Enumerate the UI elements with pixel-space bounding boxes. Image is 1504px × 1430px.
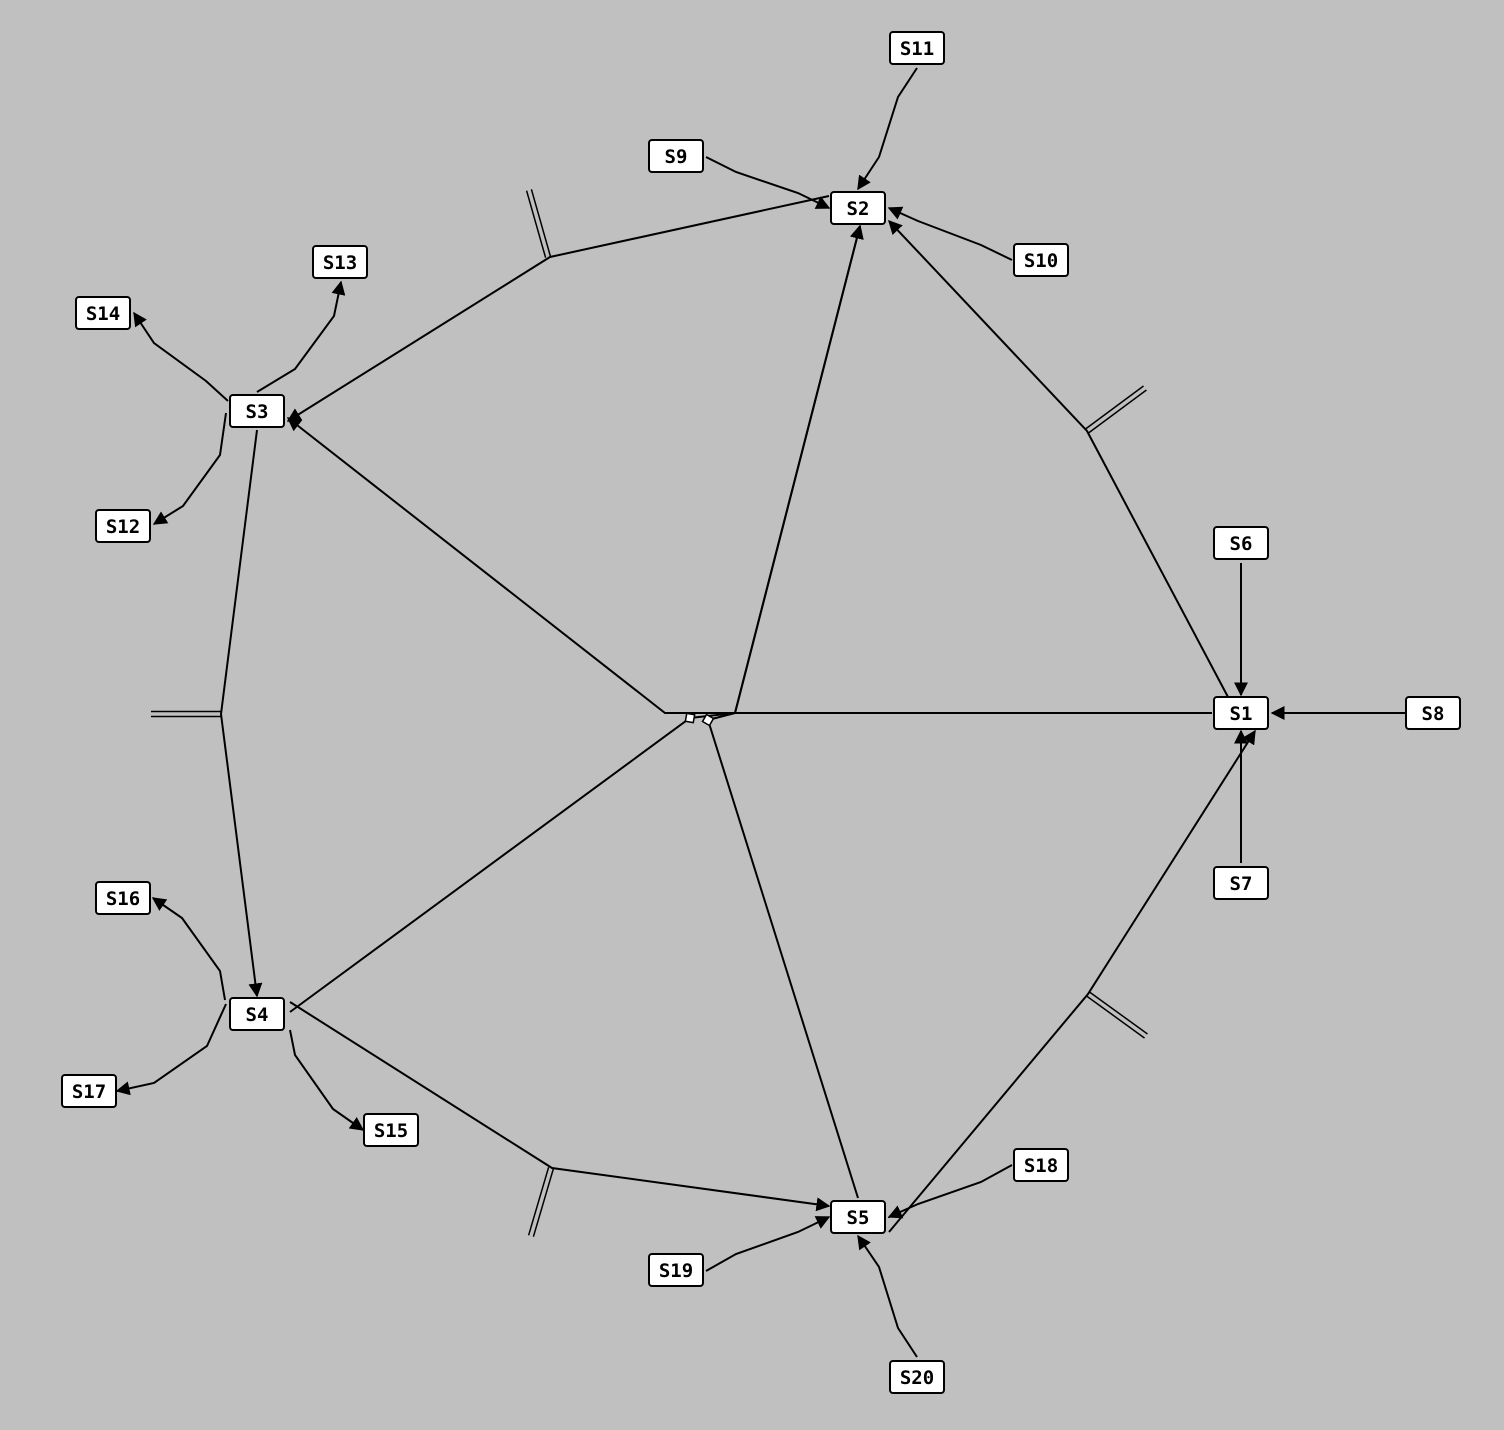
node-box[interactable] bbox=[1013, 1148, 1069, 1182]
node-box[interactable] bbox=[1213, 526, 1269, 560]
node-label: S4 bbox=[246, 1004, 269, 1026]
node-s15[interactable]: S15 bbox=[363, 1113, 419, 1147]
node-label: S20 bbox=[900, 1367, 934, 1389]
edge-s1-to-s2 bbox=[888, 219, 1229, 698]
node-s9[interactable]: S9 bbox=[648, 139, 704, 173]
node-box[interactable] bbox=[95, 509, 151, 543]
edge-s4-to-s15 bbox=[289, 1029, 365, 1131]
node-label: S6 bbox=[1230, 533, 1253, 555]
edge-s3-to-s14 bbox=[133, 311, 229, 402]
node-label: S9 bbox=[665, 146, 688, 168]
edge-s10-to-s2 bbox=[887, 206, 1013, 261]
node-box[interactable] bbox=[889, 31, 945, 65]
node-label: S1 bbox=[1230, 703, 1253, 725]
edge-s3-to-s12 bbox=[152, 412, 227, 525]
node-label: S10 bbox=[1024, 250, 1058, 272]
node-s20[interactable]: S20 bbox=[889, 1360, 945, 1394]
edge-split-marks bbox=[151, 189, 1148, 1237]
node-s19[interactable]: S19 bbox=[648, 1253, 704, 1287]
edge-s5-to-s1 bbox=[888, 729, 1256, 1233]
node-s5[interactable]: S5 bbox=[830, 1200, 886, 1234]
edges-layer bbox=[115, 67, 1405, 1358]
edge-s4-to-s17 bbox=[115, 1003, 227, 1096]
node-s14[interactable]: S14 bbox=[75, 296, 131, 330]
node-box[interactable] bbox=[363, 1113, 419, 1147]
edge-s19-to-s5 bbox=[705, 1216, 831, 1272]
node-label: S11 bbox=[900, 38, 934, 60]
node-box[interactable] bbox=[889, 1360, 945, 1394]
node-label: S12 bbox=[106, 516, 140, 538]
edge-s4-to-s16 bbox=[151, 897, 226, 1001]
node-box[interactable] bbox=[830, 1200, 886, 1234]
node-s8[interactable]: S8 bbox=[1405, 696, 1461, 730]
node-label: S2 bbox=[847, 198, 870, 220]
split-mark-5 bbox=[1089, 991, 1148, 1035]
node-box[interactable] bbox=[648, 139, 704, 173]
node-box[interactable] bbox=[1013, 243, 1069, 277]
node-s18[interactable]: S18 bbox=[1013, 1148, 1069, 1182]
edge-s20-to-s5 bbox=[857, 1234, 918, 1358]
edge-s11-to-s2 bbox=[857, 67, 918, 191]
split-mark-3 bbox=[527, 1167, 550, 1236]
split-mark-3 bbox=[532, 1168, 555, 1237]
edge-s9-to-s2 bbox=[705, 156, 831, 209]
junction-marker bbox=[684, 712, 696, 724]
node-s17[interactable]: S17 bbox=[61, 1074, 117, 1108]
node-label: S14 bbox=[86, 303, 120, 325]
split-mark-4 bbox=[1088, 389, 1147, 434]
edge-s2-to-s3 bbox=[286, 195, 830, 422]
node-s7[interactable]: S7 bbox=[1213, 866, 1269, 900]
node-label: S18 bbox=[1024, 1155, 1058, 1177]
edge-s4-to-s2 bbox=[289, 224, 864, 1013]
node-box[interactable] bbox=[830, 191, 886, 225]
node-label: S8 bbox=[1422, 703, 1445, 725]
node-box[interactable] bbox=[648, 1253, 704, 1287]
node-label: S16 bbox=[106, 888, 140, 910]
node-box[interactable] bbox=[61, 1074, 117, 1108]
edge-s4-to-s5 bbox=[289, 1001, 831, 1212]
node-label: S3 bbox=[246, 401, 269, 423]
node-s3[interactable]: S3 bbox=[229, 394, 285, 428]
split-mark-1 bbox=[525, 190, 547, 258]
node-s2[interactable]: S2 bbox=[830, 191, 886, 225]
node-s6[interactable]: S6 bbox=[1213, 526, 1269, 560]
split-mark-1 bbox=[530, 189, 552, 257]
node-box[interactable] bbox=[312, 245, 368, 279]
node-box[interactable] bbox=[1213, 866, 1269, 900]
split-mark-4 bbox=[1085, 385, 1144, 430]
node-box[interactable] bbox=[1213, 696, 1269, 730]
node-label: S19 bbox=[659, 1260, 693, 1282]
node-label: S15 bbox=[374, 1120, 408, 1142]
edge-s1-to-s3 bbox=[286, 417, 1212, 714]
node-s12[interactable]: S12 bbox=[95, 509, 151, 543]
node-box[interactable] bbox=[229, 997, 285, 1031]
split-mark-5 bbox=[1086, 995, 1145, 1039]
edge-s5-to-s2 bbox=[706, 224, 864, 1199]
node-label: S7 bbox=[1230, 873, 1253, 895]
node-s11[interactable]: S11 bbox=[889, 31, 945, 65]
edge-s3-to-s13 bbox=[256, 280, 346, 393]
node-label: S17 bbox=[72, 1081, 106, 1103]
node-box[interactable] bbox=[1405, 696, 1461, 730]
node-s10[interactable]: S10 bbox=[1013, 243, 1069, 277]
node-s13[interactable]: S13 bbox=[312, 245, 368, 279]
junction-marker bbox=[701, 713, 715, 727]
edge-s3-to-s4 bbox=[219, 429, 263, 998]
node-label: S13 bbox=[323, 252, 357, 274]
node-box[interactable] bbox=[75, 296, 131, 330]
node-s1[interactable]: S1 bbox=[1213, 696, 1269, 730]
node-box[interactable] bbox=[95, 881, 151, 915]
node-s4[interactable]: S4 bbox=[229, 997, 285, 1031]
node-label: S5 bbox=[847, 1207, 870, 1229]
node-box[interactable] bbox=[229, 394, 285, 428]
edge-s18-to-s5 bbox=[887, 1164, 1013, 1219]
node-s16[interactable]: S16 bbox=[95, 881, 151, 915]
